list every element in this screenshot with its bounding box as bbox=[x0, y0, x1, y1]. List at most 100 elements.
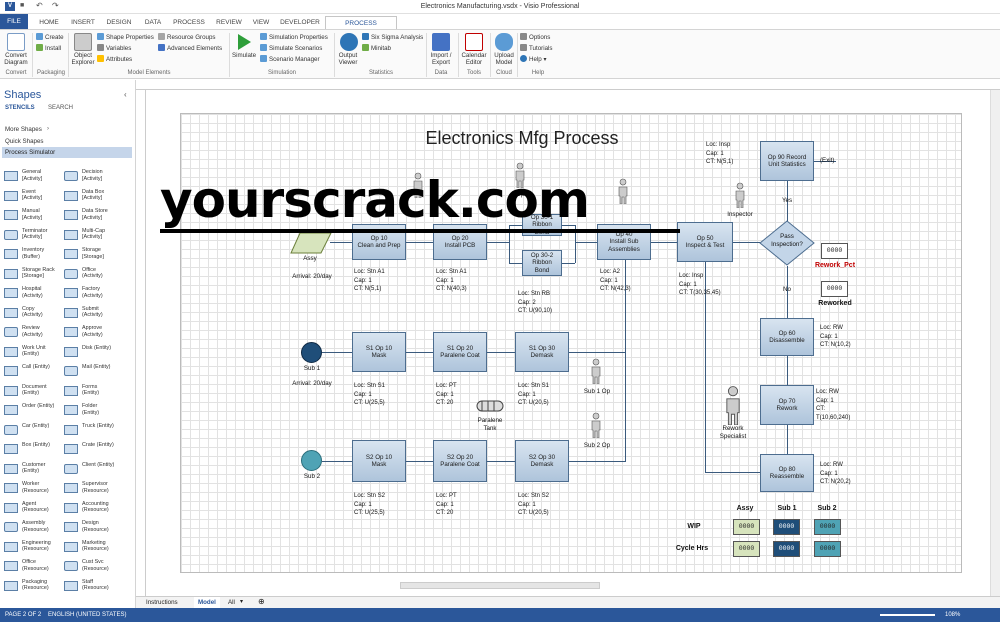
stencil-shape-label[interactable]: Approve (Activity) bbox=[82, 325, 103, 338]
search-tab[interactable]: SEARCH bbox=[48, 105, 74, 111]
op70-box[interactable]: Op 70 Rework bbox=[760, 385, 814, 425]
stencil-shape-icon[interactable] bbox=[64, 229, 78, 240]
stencil-shape-icon[interactable] bbox=[4, 522, 18, 532]
stencil-shape-icon[interactable] bbox=[64, 541, 78, 552]
attributes-button[interactable]: Attributes bbox=[97, 55, 132, 63]
stencil-shape-icon[interactable] bbox=[4, 229, 18, 240]
stencils-tab[interactable]: STENCILS bbox=[5, 105, 35, 111]
stencil-shape-label[interactable]: Manual [Activity] bbox=[22, 208, 43, 221]
stencil-shape-label[interactable]: Office (Activity) bbox=[82, 266, 103, 280]
stencil-shape-label[interactable]: Data Box [Activity] bbox=[82, 188, 105, 202]
stencil-shape-icon[interactable] bbox=[64, 307, 78, 318]
variables-button[interactable]: Variables bbox=[97, 44, 131, 52]
stencil-shape-icon[interactable] bbox=[4, 327, 18, 337]
stencil-shape-label[interactable]: Document (Entity) bbox=[22, 383, 47, 397]
stencil-shape-label[interactable]: Storage Rack [Storage] bbox=[22, 266, 55, 280]
stencil-shape-label[interactable]: Decision [Activity] bbox=[82, 169, 103, 182]
stencil-shape-icon[interactable] bbox=[64, 502, 78, 513]
stencil-shape-icon[interactable] bbox=[4, 366, 18, 376]
stencil-shape-icon[interactable] bbox=[64, 561, 78, 571]
sheet-tab-all[interactable]: All bbox=[228, 599, 235, 606]
op90-box[interactable]: Op 90 Record Unit Statistics bbox=[760, 141, 814, 181]
stencil-shape-icon[interactable] bbox=[64, 288, 78, 298]
six-sigma-button[interactable]: Six Sigma Analysis bbox=[362, 33, 423, 41]
stencil-shape-label[interactable]: Crate (Entity) bbox=[82, 442, 114, 448]
s1-op20-box[interactable]: S1 Op 20 Paralene Coat bbox=[433, 332, 487, 372]
quick-shapes-link[interactable]: Quick Shapes bbox=[5, 138, 44, 145]
calendar-editor-button[interactable]: Calendar Editor bbox=[461, 52, 487, 66]
tab-review[interactable]: REVIEW bbox=[216, 19, 242, 26]
stencil-shape-icon[interactable] bbox=[64, 385, 78, 396]
more-shapes-link[interactable]: More Shapes bbox=[5, 126, 42, 133]
stencil-shape-label[interactable]: General [Activity] bbox=[22, 169, 43, 182]
stencil-shape-icon[interactable] bbox=[4, 580, 18, 591]
stencil-process-simulator[interactable]: Process Simulator bbox=[2, 147, 132, 158]
stencil-shape-label[interactable]: Cust Svc (Resource) bbox=[82, 559, 109, 572]
stencil-shape-icon[interactable] bbox=[4, 268, 18, 279]
stencil-shape-label[interactable]: Copy (Activity) bbox=[22, 305, 43, 319]
import-export-button[interactable]: Import / Export bbox=[430, 52, 452, 66]
stencil-shape-icon[interactable] bbox=[64, 580, 78, 591]
upload-model-button[interactable]: Upload Model bbox=[494, 52, 514, 66]
stencil-shape-label[interactable]: Order (Entity) bbox=[22, 403, 55, 409]
stencil-shape-label[interactable]: Customer (Entity) bbox=[22, 461, 46, 475]
stencil-shape-label[interactable]: Office (Resource) bbox=[22, 559, 49, 572]
stencil-shape-label[interactable]: Folder (Entity) bbox=[82, 403, 100, 416]
install-button[interactable]: Install bbox=[36, 44, 61, 52]
horizontal-scrollbar[interactable] bbox=[400, 582, 600, 589]
stencil-shape-label[interactable]: Inventory (Buffer) bbox=[22, 247, 45, 260]
create-button[interactable]: Create bbox=[36, 33, 64, 41]
object-explorer-button[interactable]: Object Explorer bbox=[71, 52, 95, 66]
s2-op30-box[interactable]: S2 Op 30 Demask bbox=[515, 440, 569, 482]
stencil-shape-icon[interactable] bbox=[64, 210, 78, 220]
stencil-shape-label[interactable]: Staff (Resource) bbox=[82, 578, 109, 592]
stencil-shape-icon[interactable] bbox=[64, 327, 78, 337]
resource-groups-button[interactable]: Resource Groups bbox=[158, 33, 216, 41]
scenario-manager-button[interactable]: Scenario Manager bbox=[260, 55, 320, 63]
tab-file[interactable]: FILE bbox=[0, 14, 28, 29]
sheet-tab-instructions[interactable]: Instructions bbox=[146, 599, 178, 606]
op60-box[interactable]: Op 60 Disassemble bbox=[760, 318, 814, 356]
stencil-shape-label[interactable]: Factory (Activity) bbox=[82, 286, 103, 299]
stencil-shape-icon[interactable] bbox=[4, 190, 18, 201]
tab-design[interactable]: DESIGN bbox=[106, 19, 132, 26]
stencil-shape-label[interactable]: Packaging (Resource) bbox=[22, 578, 49, 592]
stencil-shape-icon[interactable] bbox=[4, 249, 18, 259]
stencil-shape-icon[interactable] bbox=[4, 561, 18, 571]
op30-2-box[interactable]: Op 30-2 Ribbon Bond bbox=[522, 250, 562, 276]
stencil-shape-label[interactable]: Assembly (Resource) bbox=[22, 520, 49, 533]
vertical-scrollbar[interactable] bbox=[990, 90, 1000, 596]
stencil-shape-label[interactable]: Submit (Activity) bbox=[82, 305, 103, 319]
stencil-shape-icon[interactable] bbox=[4, 385, 18, 396]
tab-process-simulator[interactable]: PROCESS SIMULATOR bbox=[325, 16, 397, 40]
stencil-shape-icon[interactable] bbox=[4, 210, 18, 220]
stencil-shape-label[interactable]: Data Store [Activity] bbox=[82, 208, 108, 221]
undo-icon[interactable]: ↶ bbox=[36, 1, 43, 10]
stencil-shape-label[interactable]: Work Unit (Entity) bbox=[22, 344, 46, 358]
tab-home[interactable]: HOME bbox=[39, 19, 59, 26]
help-button[interactable]: Help ▾ bbox=[520, 55, 547, 63]
stencil-shape-icon[interactable] bbox=[64, 444, 78, 454]
stencil-shape-icon[interactable] bbox=[64, 190, 78, 201]
stencil-shape-icon[interactable] bbox=[64, 249, 78, 259]
stencil-shape-label[interactable]: Design (Resource) bbox=[82, 520, 109, 533]
tab-view[interactable]: VIEW bbox=[252, 19, 270, 26]
stencil-shape-label[interactable]: Client (Entity) bbox=[82, 461, 115, 468]
inspection-decision[interactable] bbox=[759, 220, 815, 266]
stencil-shape-icon[interactable] bbox=[64, 483, 78, 493]
s1-op30-box[interactable]: S1 Op 30 Demask bbox=[515, 332, 569, 372]
simulate-button[interactable]: Simulate bbox=[232, 52, 257, 59]
zoom-level[interactable]: 108% bbox=[945, 612, 961, 618]
stencil-shape-label[interactable]: Supervisor (Resource) bbox=[82, 481, 109, 494]
stencil-shape-icon[interactable] bbox=[64, 366, 78, 376]
stencil-shape-icon[interactable] bbox=[4, 483, 18, 493]
s2-op20-box[interactable]: S2 Op 20 Paralene Coat bbox=[433, 440, 487, 482]
sub1-entity-icon[interactable] bbox=[301, 342, 322, 363]
simulation-properties-button[interactable]: Simulation Properties bbox=[260, 33, 328, 41]
stencil-shape-label[interactable]: Box (Entity) bbox=[22, 442, 50, 448]
add-page-icon[interactable]: ⊕ bbox=[258, 597, 265, 606]
language-indicator[interactable]: ENGLISH (UNITED STATES) bbox=[48, 612, 127, 618]
stencil-shape-icon[interactable] bbox=[64, 424, 78, 435]
shape-properties-button[interactable]: Shape Properties bbox=[97, 33, 154, 41]
stencil-shape-label[interactable]: Disk (Entity) bbox=[82, 344, 112, 351]
